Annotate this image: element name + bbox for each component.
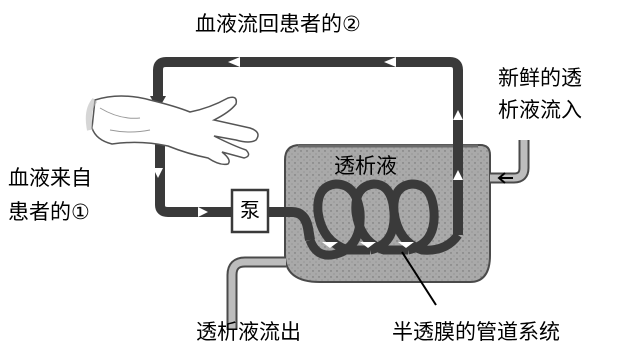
label-dialysate: 透析液: [334, 154, 397, 178]
inflow-arrow: [497, 172, 513, 184]
pump-box: [230, 188, 270, 234]
label-fresh-dialysate-in-2: 析液流入: [498, 98, 582, 122]
blood-supply-tube: [155, 128, 232, 217]
blood-return-tube: [153, 57, 463, 235]
membrane-leader-line: [401, 251, 437, 306]
label-blood-from-patient-2: 患者的①: [8, 200, 90, 224]
label-fresh-dialysate-in-1: 新鲜的透: [498, 66, 582, 90]
label-blood-return: 血液流回患者的②: [195, 12, 361, 36]
pump-to-coil-tube: [268, 207, 315, 241]
label-dialysate-out: 透析液流出: [196, 320, 301, 344]
label-pump: 泵: [240, 198, 260, 222]
flow-arrows: [153, 57, 463, 248]
dialysate-inflow-pipe: [490, 140, 530, 184]
hand-icon: [85, 95, 259, 166]
label-blood-from-patient-1: 血液来自: [8, 166, 92, 190]
label-membrane-tubes: 半透膜的管道系统: [392, 320, 560, 344]
membrane-coils: [305, 179, 462, 260]
